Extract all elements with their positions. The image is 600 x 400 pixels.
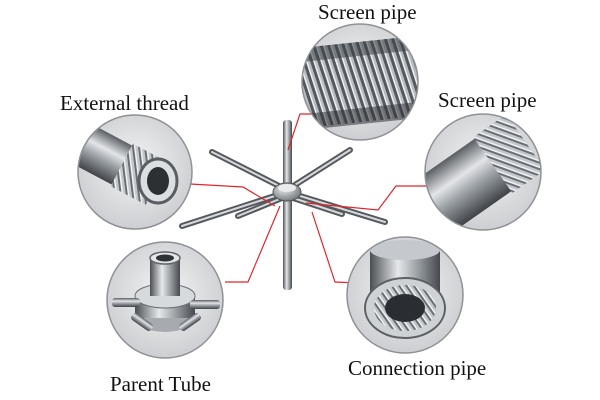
parent-tube-label: Parent Tube <box>110 372 211 396</box>
external-thread-detail-image <box>77 114 193 230</box>
connection-pipe-label: Connection pipe <box>348 356 487 380</box>
parent-tube-detail-image <box>106 241 224 359</box>
leader-lines <box>189 113 427 284</box>
screen-pipe-top-detail-image <box>301 23 419 141</box>
connection-pipe-detail-image <box>346 236 464 354</box>
screen-pipe-right-detail-image <box>424 113 542 231</box>
lateral-distributor-assembly <box>179 120 388 290</box>
screen-pipe-top-label: Screen pipe <box>318 0 417 24</box>
screen-pipe-right-label: Screen pipe <box>438 88 537 112</box>
external-thread-label: External thread <box>60 91 189 115</box>
